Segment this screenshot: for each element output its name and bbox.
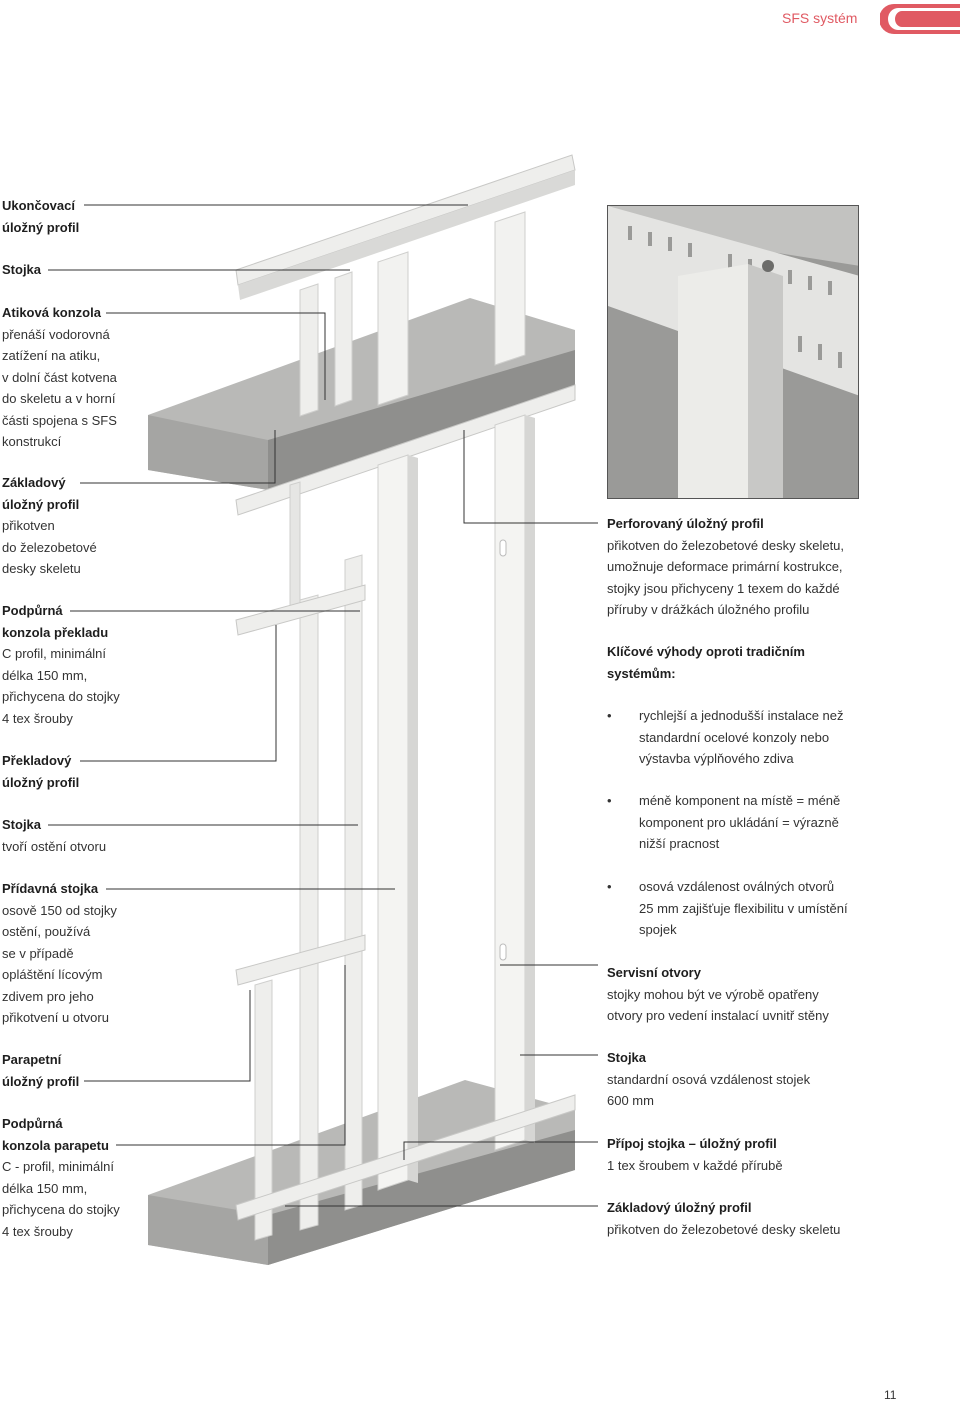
label-desc: desky skeletu xyxy=(2,561,81,576)
label-title: Perforovaný úložný profil xyxy=(607,516,764,531)
label-title: Ukončovací xyxy=(2,198,75,213)
label-title: Klíčové výhody oproti tradičním xyxy=(607,644,805,659)
label-title: Stojka xyxy=(2,817,42,832)
label-desc: zdivem pro jeho xyxy=(2,988,94,1004)
advantage-text: standardní ocelové konzoly nebo xyxy=(639,729,830,745)
label-title: úložný profil xyxy=(2,219,80,235)
label-base-track: Základový úložný profil přikotven do žel… xyxy=(2,472,97,580)
label-lintel-track: Překladový úložný profil xyxy=(2,750,79,793)
label-desc: příruby v drážkách úložného profilu xyxy=(607,602,810,617)
label-desc: otvory pro vedení instalací uvnitř stěny xyxy=(607,1008,829,1023)
label-desc: se v případě xyxy=(2,945,74,961)
stud-track-connection-description: Přípoj stojka – úložný profil 1 tex šrou… xyxy=(607,1133,857,1176)
label-desc: 600 mm xyxy=(607,1093,654,1108)
label-title: úložný profil xyxy=(2,1073,80,1089)
label-desc: ostění, používá xyxy=(2,924,91,939)
label-additional-stud: Přídavná stojka osově 150 od stojky ostě… xyxy=(2,878,117,1029)
label-desc: umožnuje deformace primární kostrukce, xyxy=(607,559,843,574)
label-desc: konstrukcí xyxy=(2,434,62,449)
advantage-text: nižší pracnost xyxy=(639,836,720,851)
label-desc: 4 tex šrouby xyxy=(2,1223,73,1239)
label-desc: části spojena s SFS xyxy=(2,412,117,428)
detail-photo-illustration xyxy=(608,206,858,498)
label-desc: přichycena do stojky xyxy=(2,1202,120,1217)
label-title: Podpůrná xyxy=(2,1116,63,1131)
label-desc: C profil, minimální xyxy=(2,646,107,661)
label-sill-track: Parapetní úložný profil xyxy=(2,1049,79,1092)
label-desc: do železobetové xyxy=(2,539,97,555)
label-desc: přikotven do železobetové desky skeletu, xyxy=(607,537,845,553)
bullet-icon: • xyxy=(607,793,612,808)
label-desc: délka 150 mm, xyxy=(2,1180,88,1196)
label-desc: přenáší vodorovná xyxy=(2,326,110,342)
advantage-text: výstavba výplňového zdiva xyxy=(639,751,794,766)
label-stud-top: Stojka xyxy=(2,259,41,281)
label-jamb-stud: Stojka tvoří ostění otvoru xyxy=(2,814,106,857)
label-desc: zatížení na atiku, xyxy=(2,348,101,363)
advantages-heading: Klíčové výhody oproti tradičním systémům… xyxy=(607,641,857,684)
label-title: Stojka xyxy=(2,262,42,277)
label-desc: C - profil, minimální xyxy=(2,1159,114,1174)
label-title: Parapetní xyxy=(2,1052,62,1067)
stud-spacing-description: Stojka standardní osová vzdálenost stoje… xyxy=(607,1047,857,1112)
label-desc: osově 150 od stojky xyxy=(2,902,117,918)
label-desc: do skeletu a v horní xyxy=(2,391,116,406)
section-tab-marker xyxy=(880,4,960,34)
label-sill-bracket: Podpůrná konzola parapetu C - profil, mi… xyxy=(2,1113,120,1242)
label-title: Stojka xyxy=(607,1050,647,1065)
label-title: Základový úložný profil xyxy=(607,1200,752,1215)
label-title: systémům: xyxy=(607,665,676,681)
label-title: Přípoj stojka – úložný profil xyxy=(607,1136,777,1151)
perforated-track-detail-photo xyxy=(607,205,859,499)
label-desc: 1 tex šroubem v každé přírubě xyxy=(607,1157,783,1173)
label-title: Servisní otvory xyxy=(607,965,701,980)
label-desc: přichycena do stojky xyxy=(2,689,120,704)
label-desc: opláštění lícovým xyxy=(2,967,103,982)
label-title: konzola překladu xyxy=(2,624,109,640)
perforated-track-description: Perforovaný úložný profil přikotven do ž… xyxy=(607,513,857,621)
label-desc: přikotvení u otvoru xyxy=(2,1010,109,1025)
advantage-text: 25 mm zajišťuje flexibilitu v umístění xyxy=(639,900,848,916)
label-desc: přikotven do železobetové desky skeletu xyxy=(607,1221,841,1237)
label-lintel-bracket: Podpůrná konzola překladu C profil, mini… xyxy=(2,600,120,729)
advantage-text: osová vzdálenost oválných otvorů xyxy=(639,879,835,894)
label-title: Překladový xyxy=(2,753,72,768)
label-ending-track: Ukončovací úložný profil xyxy=(2,195,79,238)
bullet-icon: • xyxy=(607,708,612,723)
page-number: 11 xyxy=(884,1388,897,1401)
label-desc: stojky mohou být ve výrobě opatřeny xyxy=(607,986,819,1002)
bullet-icon: • xyxy=(607,879,612,894)
label-title: Atiková konzola xyxy=(2,305,101,320)
advantage-text: rychlejší a jednodušší instalace než xyxy=(639,708,844,723)
label-title: Podpůrná xyxy=(2,603,63,618)
label-title: konzola parapetu xyxy=(2,1137,109,1153)
label-title: Základový xyxy=(2,475,66,490)
label-desc: 4 tex šrouby xyxy=(2,710,73,726)
label-desc: stojky jsou přichyceny 1 texem do každé xyxy=(607,580,840,596)
label-title: úložný profil xyxy=(2,774,80,790)
advantage-text: komponent pro ukládání = výrazně xyxy=(639,814,839,830)
label-desc: přikotven xyxy=(2,518,55,533)
label-desc: délka 150 mm, xyxy=(2,667,88,683)
label-desc: v dolní část kotvena xyxy=(2,369,117,385)
section-title: SFS systém xyxy=(782,10,858,26)
advantage-text: spojek xyxy=(639,922,677,937)
label-title: úložný profil xyxy=(2,496,80,512)
label-title: Přídavná stojka xyxy=(2,881,99,896)
label-attic-bracket: Atiková konzola přenáší vodorovná zatíže… xyxy=(2,302,117,453)
base-track-description: Základový úložný profil přikotven do žel… xyxy=(607,1197,857,1240)
advantage-text: méně komponent na místě = méně xyxy=(639,793,841,808)
label-desc: standardní osová vzdálenost stojek xyxy=(607,1071,811,1087)
label-desc: tvoří ostění otvoru xyxy=(2,838,107,854)
service-holes-description: Servisní otvory stojky mohou být ve výro… xyxy=(607,962,857,1027)
